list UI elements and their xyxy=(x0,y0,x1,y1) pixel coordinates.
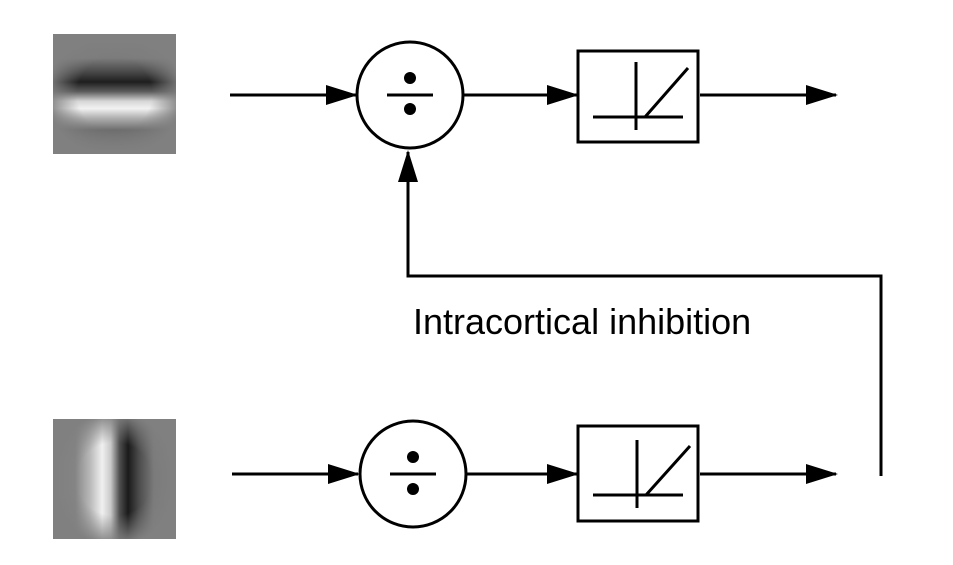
vertical-gabor-filter-image xyxy=(53,419,176,539)
divide-icon-dot-upper xyxy=(407,451,419,463)
divide-icon-dot-upper xyxy=(404,72,416,84)
rectifier-box-top xyxy=(576,49,700,144)
rectifier-box-bottom xyxy=(576,424,700,523)
top-channel xyxy=(53,34,838,154)
inhibition-feedback-path xyxy=(398,150,883,476)
divide-node-bottom xyxy=(358,419,468,529)
horizontal-gabor-filter-image xyxy=(53,34,176,154)
rectifier-icon-ramp xyxy=(644,444,692,497)
rectifier-icon-ramp xyxy=(643,67,690,118)
divide-node-top xyxy=(355,40,465,150)
inhibition-label: Intracortical inhibition xyxy=(413,301,751,342)
divide-icon-dot-lower xyxy=(404,103,416,115)
bottom-channel xyxy=(53,419,838,539)
divide-icon-dot-lower xyxy=(407,483,419,495)
